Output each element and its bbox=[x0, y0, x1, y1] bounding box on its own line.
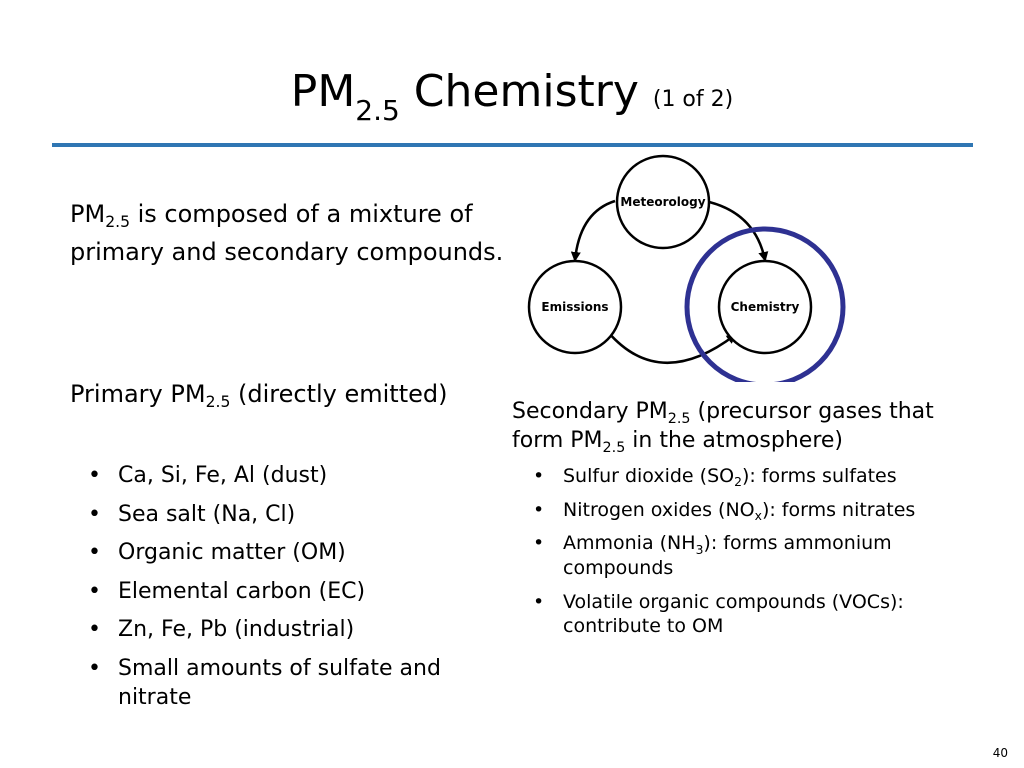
list-item: Sulfur dioxide (SO2): forms sulfates bbox=[533, 464, 993, 489]
item-subscript: 2 bbox=[734, 475, 742, 490]
primary-heading: Primary PM2.5 (directly emitted) bbox=[70, 375, 470, 413]
secondary-heading-subscript-2: 2.5 bbox=[602, 439, 626, 456]
item-text: Volatile organic compounds (VOCs): contr… bbox=[563, 590, 904, 638]
primary-heading-subscript: 2.5 bbox=[205, 393, 231, 412]
chemistry-highlight-ring bbox=[684, 226, 846, 382]
list-item: Ammonia (NH3): forms ammonium compounds bbox=[533, 531, 993, 580]
meteorology-node bbox=[615, 154, 711, 250]
item-subscript: x bbox=[754, 509, 762, 523]
item-text: ): forms ammonium compounds bbox=[563, 532, 892, 580]
title-main: PM bbox=[290, 66, 356, 117]
emissions-node bbox=[527, 259, 623, 355]
list-item: Elemental carbon (EC) bbox=[88, 578, 508, 607]
secondary-heading-subscript-1: 2.5 bbox=[667, 411, 691, 427]
intro-text-b: is composed of a mixture of primary and … bbox=[70, 200, 504, 267]
list-item: Nitrogen oxides (NOx): forms nitrates bbox=[533, 498, 993, 523]
process-cycle-diagram: Meteorology Emissions Chemistry bbox=[527, 154, 846, 382]
secondary-list: Sulfur dioxide (SO2): forms sulfates Nit… bbox=[533, 464, 993, 648]
intro-paragraph: PM2.5 is composed of a mixture of primar… bbox=[70, 195, 510, 272]
meteorology-label: Meteorology bbox=[620, 195, 705, 209]
primary-heading-a: Primary PM bbox=[70, 380, 206, 408]
slide-title: PM2.5 Chemistry (1 of 2) bbox=[0, 70, 1024, 125]
secondary-heading-c: in the atmosphere) bbox=[625, 427, 844, 453]
intro-text-a: PM bbox=[70, 200, 106, 228]
title-divider bbox=[52, 143, 973, 147]
page-number: 40 bbox=[992, 746, 1008, 760]
secondary-heading-a: Secondary PM bbox=[512, 399, 668, 424]
item-text: Nitrogen oxides (NO bbox=[563, 498, 755, 521]
emissions-label: Emissions bbox=[541, 300, 608, 314]
item-text: Sulfur dioxide (SO bbox=[563, 465, 735, 487]
chemistry-node bbox=[717, 259, 813, 355]
arrow-meteorology-to-emissions bbox=[570, 199, 616, 262]
secondary-heading: Secondary PM2.5 (precursor gases that fo… bbox=[512, 398, 992, 455]
item-text: ): forms nitrates bbox=[761, 498, 916, 521]
title-subscript: 2.5 bbox=[355, 94, 400, 127]
list-item: Ca, Si, Fe, Al (dust) bbox=[88, 462, 508, 491]
list-item: Small amounts of sulfate and nitrate bbox=[88, 655, 508, 712]
chemistry-label: Chemistry bbox=[731, 300, 800, 314]
title-rest: Chemistry bbox=[399, 66, 653, 117]
list-item: Organic matter (OM) bbox=[88, 539, 508, 568]
primary-list: Ca, Si, Fe, Al (dust) Sea salt (Na, Cl) … bbox=[88, 462, 508, 722]
primary-heading-b: (directly emitted) bbox=[230, 380, 448, 408]
list-item: Zn, Fe, Pb (industrial) bbox=[88, 616, 508, 645]
item-text: Ammonia (NH bbox=[563, 532, 696, 555]
title-of: (1 of 2) bbox=[652, 87, 734, 112]
arrow-meteorology-to-chemistry bbox=[704, 199, 769, 262]
list-item: Sea salt (Na, Cl) bbox=[88, 501, 508, 530]
secondary-heading-b: (precursor gases that form PM bbox=[512, 399, 934, 453]
intro-subscript: 2.5 bbox=[105, 213, 130, 232]
item-text: ): forms sulfates bbox=[741, 465, 897, 487]
item-subscript: 3 bbox=[695, 542, 704, 557]
arrow-emissions-to-chemistry bbox=[607, 331, 737, 364]
list-item: Volatile organic compounds (VOCs): contr… bbox=[533, 590, 993, 639]
